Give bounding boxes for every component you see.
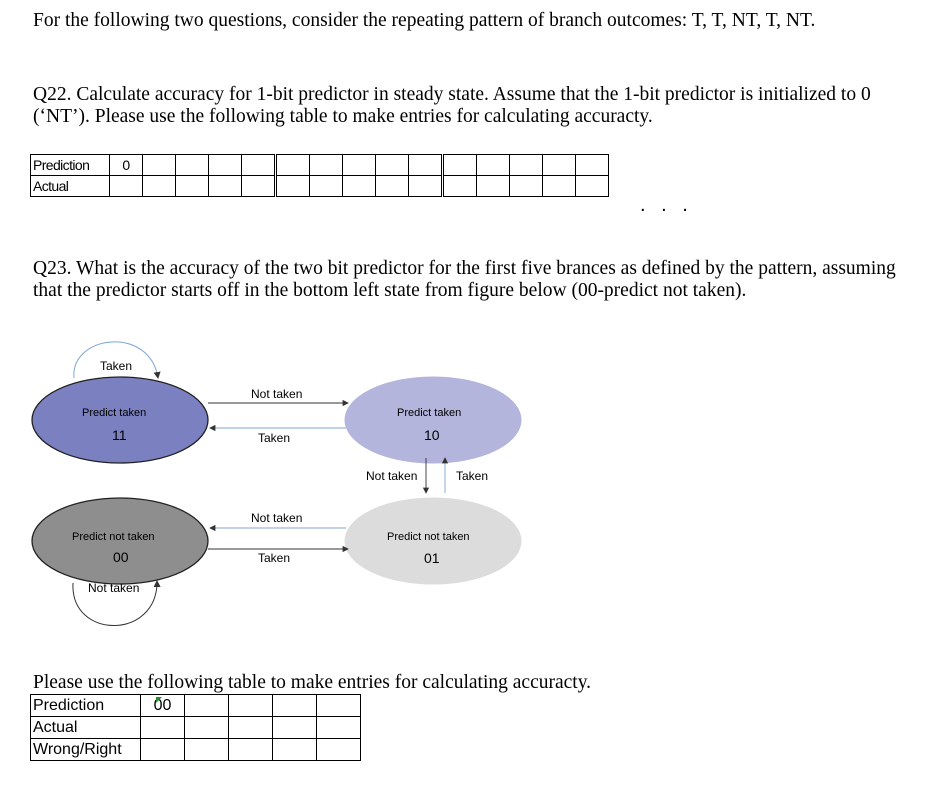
q22-question-line2: (‘NT’). Please use the following table t… — [33, 106, 653, 127]
wrong-right-cell[interactable] — [228, 738, 273, 761]
prediction-cell[interactable] — [184, 694, 229, 717]
actual-cell[interactable] — [309, 175, 343, 197]
self-loop-00-label: Not taken — [88, 581, 139, 595]
state-01-code: 01 — [424, 550, 440, 566]
two-bit-predictor-state-diagram: Taken Predict taken 11 Predict taken 10 … — [31, 341, 522, 626]
state-11-ellipse — [31, 376, 209, 464]
prediction-row: Prediction 00 — [30, 694, 361, 717]
actual-cell[interactable] — [441, 175, 477, 197]
intro-text: For the following two questions, conside… — [33, 10, 816, 31]
wrong-right-cell[interactable] — [184, 738, 229, 761]
q22-answer-table: Prediction 0 Actual — [30, 154, 609, 197]
state-00-code: 00 — [113, 549, 129, 565]
wrong-right-row: Wrong/Right — [30, 738, 361, 761]
state-00-label: Predict not taken — [72, 531, 155, 543]
actual-row: Actual — [30, 175, 609, 197]
table-continuation-ellipsis: . . . — [640, 194, 693, 216]
actual-row-label: Actual — [30, 175, 110, 197]
prediction-cell[interactable] — [316, 694, 361, 717]
edge-11-to-10-label: Not taken — [251, 387, 302, 401]
prediction-cell[interactable] — [542, 154, 576, 176]
actual-cell[interactable] — [408, 175, 443, 197]
prediction-cell[interactable] — [309, 154, 343, 176]
q22-question-line1: Q22. Calculate accuracy for 1-bit predic… — [33, 84, 871, 105]
self-loop-11-label: Taken — [100, 359, 132, 373]
wrong-right-cell[interactable] — [316, 738, 361, 761]
actual-cell[interactable] — [274, 175, 310, 197]
actual-cell[interactable] — [316, 716, 361, 739]
actual-cell[interactable] — [375, 175, 409, 197]
prediction-cell[interactable] — [476, 154, 510, 176]
edge-01-to-10-label: Taken — [456, 469, 488, 483]
prediction-row-label: Prediction — [30, 694, 141, 717]
edge-00-to-01-label: Taken — [258, 551, 290, 565]
state-11-code: 11 — [112, 427, 127, 443]
prediction-cell[interactable] — [509, 154, 543, 176]
state-10-label: Predict taken — [397, 407, 461, 419]
prediction-cell[interactable] — [274, 154, 310, 176]
prediction-cell-initial[interactable]: 0 — [109, 154, 143, 176]
state-10-ellipse — [344, 376, 522, 464]
actual-cell[interactable] — [140, 716, 185, 739]
cell-comment-marker — [156, 697, 162, 703]
wrong-right-row-label: Wrong/Right — [30, 738, 141, 761]
actual-cell[interactable] — [542, 175, 576, 197]
self-loop-taken-arrow — [73, 341, 161, 379]
prediction-cell[interactable] — [241, 154, 276, 176]
self-loop-not-taken-arrow — [72, 580, 161, 626]
q23-table-instruction: Please use the following table to make e… — [33, 672, 592, 693]
prediction-row-label: Prediction — [30, 154, 110, 176]
actual-cell[interactable] — [575, 175, 609, 197]
actual-row: Actual — [30, 716, 361, 739]
q23-answer-table: Prediction 00 Actual Wrong/Right — [30, 694, 361, 761]
wrong-right-cell[interactable] — [140, 738, 185, 761]
actual-cell[interactable] — [184, 716, 229, 739]
prediction-cell[interactable] — [342, 154, 376, 176]
prediction-cell[interactable] — [175, 154, 209, 176]
edge-10-to-11-label: Taken — [258, 431, 290, 445]
state-10-code: 10 — [424, 427, 440, 443]
actual-cell[interactable] — [109, 175, 143, 197]
prediction-cell[interactable] — [272, 694, 317, 717]
prediction-cell[interactable] — [228, 694, 273, 717]
actual-row-label: Actual — [30, 716, 141, 739]
actual-cell[interactable] — [241, 175, 276, 197]
state-11-label: Predict taken — [82, 407, 146, 419]
prediction-cell[interactable] — [575, 154, 609, 176]
edge-10-to-01-label: Not taken — [366, 469, 417, 483]
edge-01-to-00-label: Not taken — [251, 511, 302, 525]
actual-cell[interactable] — [208, 175, 242, 197]
prediction-cell[interactable] — [375, 154, 409, 176]
q23-question-line2: that the predictor starts off in the bot… — [33, 280, 747, 301]
prediction-cell-initial[interactable]: 00 — [140, 694, 185, 717]
q23-question-line1: Q23. What is the accuracy of the two bit… — [33, 258, 896, 279]
state-01-ellipse — [344, 497, 522, 585]
wrong-right-cell[interactable] — [272, 738, 317, 761]
actual-cell[interactable] — [342, 175, 376, 197]
actual-cell[interactable] — [228, 716, 273, 739]
state-00-ellipse — [31, 497, 209, 585]
actual-cell[interactable] — [509, 175, 543, 197]
prediction-cell[interactable] — [408, 154, 443, 176]
actual-cell[interactable] — [476, 175, 510, 197]
actual-cell[interactable] — [175, 175, 209, 197]
state-01-label: Predict not taken — [387, 531, 470, 543]
prediction-cell[interactable] — [208, 154, 242, 176]
prediction-cell[interactable] — [142, 154, 176, 176]
prediction-cell[interactable] — [441, 154, 477, 176]
actual-cell[interactable] — [272, 716, 317, 739]
actual-cell[interactable] — [142, 175, 176, 197]
prediction-row: Prediction 0 — [30, 154, 609, 176]
